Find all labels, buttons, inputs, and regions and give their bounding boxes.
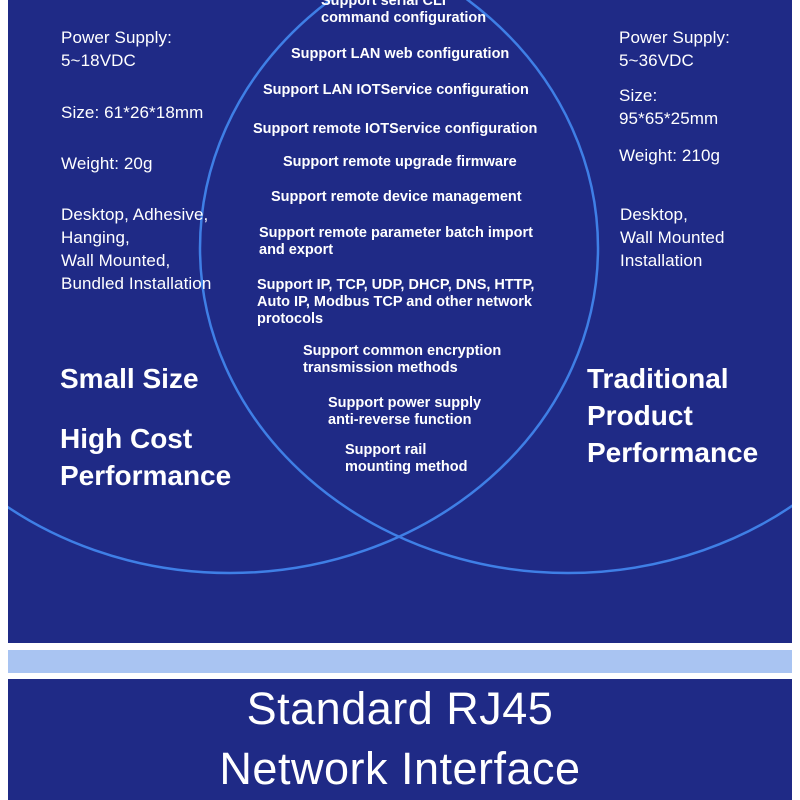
feature-line: Support LAN IOTService configuration bbox=[263, 82, 529, 98]
feature-remote-upgrade: Support remote upgrade firmware bbox=[283, 154, 517, 171]
feature-line: and export bbox=[259, 242, 334, 258]
feature-remote-iotservice: Support remote IOTService configuration bbox=[253, 121, 537, 138]
right-power-supply: Power Supply: 5~36VDC bbox=[619, 26, 730, 72]
feature-line: Support rail bbox=[345, 442, 427, 458]
feature-network-protocols: Support IP, TCP, UDP, DHCP, DNS, HTTP, A… bbox=[257, 277, 534, 328]
left-weight: Weight: 20g bbox=[61, 154, 153, 173]
feature-line: transmission methods bbox=[303, 360, 458, 376]
feature-line: Support power supply bbox=[328, 395, 482, 411]
feature-remote-device-management: Support remote device management bbox=[271, 189, 522, 206]
feature-lan-web: Support LAN web configuration bbox=[291, 46, 509, 63]
small-size-heading: Small Size bbox=[60, 363, 199, 394]
right-size-label: Size: bbox=[619, 86, 658, 105]
right-weight: Weight: 210g bbox=[619, 146, 721, 165]
left-installation-line: Desktop, Adhesive, bbox=[61, 205, 209, 224]
right-circle bbox=[198, 0, 792, 575]
feature-line: protocols bbox=[257, 311, 324, 327]
feature-encryption: Support common encryption transmission m… bbox=[303, 343, 501, 377]
feature-line: Support remote upgrade firmware bbox=[283, 154, 517, 170]
left-circle bbox=[8, 0, 600, 575]
divider-band bbox=[8, 650, 792, 673]
feature-anti-reverse: Support power supply anti-reverse functi… bbox=[328, 395, 481, 429]
rj45-banner: Standard RJ45 Network Interface bbox=[8, 679, 792, 800]
left-power-supply: Power Supply: 5~18VDC bbox=[61, 26, 172, 72]
left-power-supply-label: Power Supply: bbox=[61, 28, 172, 47]
feature-line: Support serial CLI bbox=[321, 0, 446, 9]
feature-line: Support remote IOTService configuration bbox=[253, 121, 538, 137]
banner-title-line1: Standard RJ45 bbox=[246, 683, 554, 734]
feature-line: Auto IP, Modbus TCP and other network bbox=[257, 294, 532, 310]
feature-line: command configuration bbox=[321, 10, 487, 26]
feature-line: Support remote parameter batch import bbox=[259, 225, 533, 241]
venn-circles bbox=[8, 0, 792, 575]
feature-line: mounting method bbox=[345, 459, 468, 475]
high-cost-line: High Cost bbox=[60, 423, 193, 454]
traditional-line: Product bbox=[587, 400, 693, 431]
right-size: Size: 95*65*25mm bbox=[619, 84, 718, 130]
right-power-supply-value: 5~36VDC bbox=[619, 51, 694, 70]
left-installation-line: Bundled Installation bbox=[61, 274, 212, 293]
feature-line: anti-reverse function bbox=[328, 412, 472, 428]
high-cost-heading: High Cost Performance bbox=[60, 420, 231, 494]
traditional-line: Traditional bbox=[587, 363, 729, 394]
right-size-value: 95*65*25mm bbox=[619, 109, 719, 128]
comparison-panel: Power Supply: 5~18VDC Size: 61*26*18mm W… bbox=[8, 0, 792, 643]
left-installation: Desktop, Adhesive, Hanging, Wall Mounted… bbox=[61, 203, 211, 295]
left-installation-line: Hanging, bbox=[61, 228, 130, 247]
right-installation-line: Desktop, bbox=[620, 205, 688, 224]
right-installation: Desktop, Wall Mounted Installation bbox=[620, 203, 725, 272]
feature-rail-mounting: Support rail mounting method bbox=[345, 442, 467, 476]
left-installation-line: Wall Mounted, bbox=[61, 251, 171, 270]
feature-line: Support common encryption bbox=[303, 343, 502, 359]
traditional-line: Performance bbox=[587, 437, 759, 468]
feature-line: Support IP, TCP, UDP, DHCP, DNS, HTTP, bbox=[257, 277, 535, 293]
traditional-performance-heading: Traditional Product Performance bbox=[587, 360, 758, 471]
feature-line: Support LAN web configuration bbox=[291, 46, 510, 62]
right-power-supply-label: Power Supply: bbox=[619, 28, 730, 47]
feature-line: Support remote device management bbox=[271, 189, 522, 205]
left-power-supply-value: 5~18VDC bbox=[61, 51, 136, 70]
feature-lan-iotservice: Support LAN IOTService configuration bbox=[263, 82, 529, 99]
left-size: Size: 61*26*18mm bbox=[61, 103, 204, 122]
feature-serial-cli: Support serial CLI command configuration bbox=[321, 0, 486, 27]
banner-title-line2: Network Interface bbox=[219, 743, 581, 794]
feature-batch-import-export: Support remote parameter batch import an… bbox=[259, 225, 533, 259]
right-installation-line: Wall Mounted bbox=[620, 228, 725, 247]
high-cost-line: Performance bbox=[60, 460, 232, 491]
right-installation-line: Installation bbox=[620, 251, 703, 270]
